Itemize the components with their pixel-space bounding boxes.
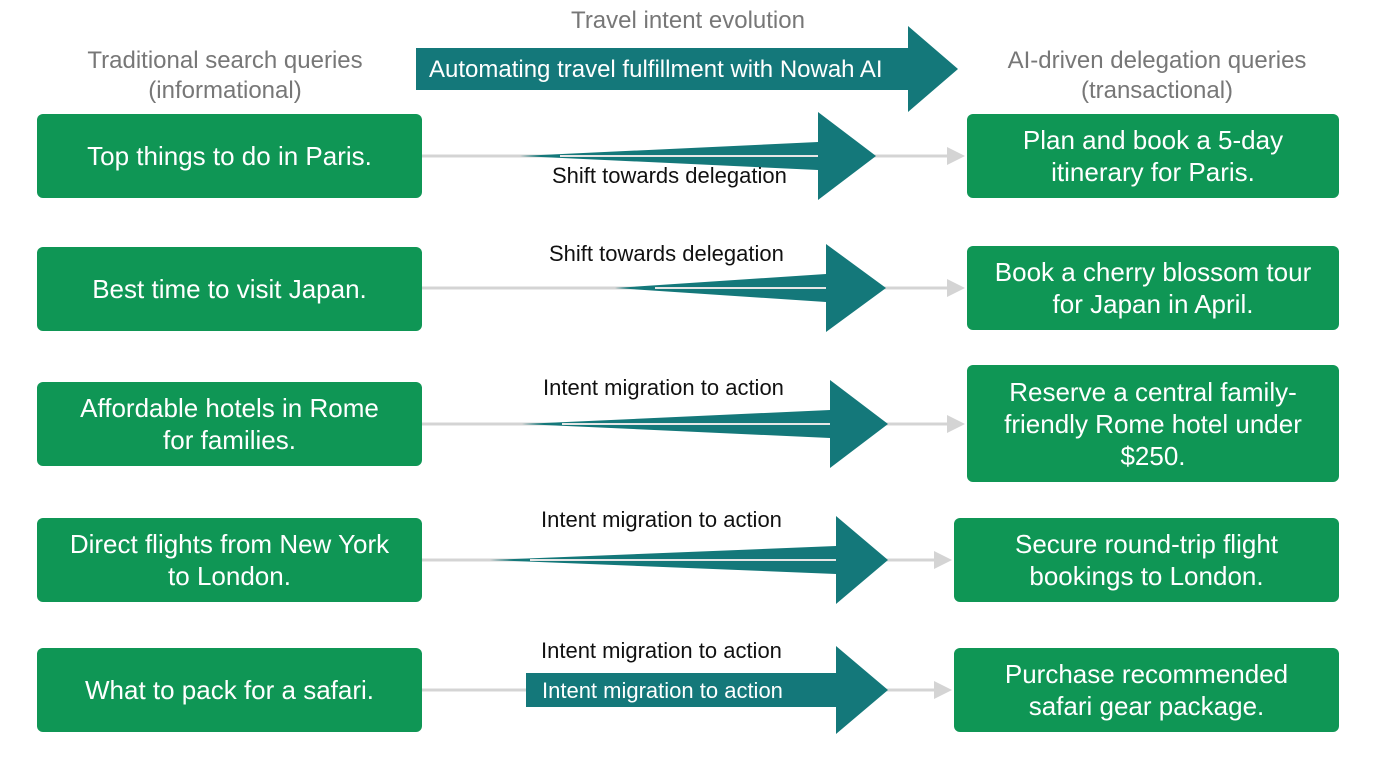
- row-2-label: Shift towards delegation: [549, 241, 784, 266]
- right-query-japan: Book a cherry blossom tour for Japan in …: [967, 246, 1339, 330]
- row-5-intent-arrow: [526, 646, 888, 734]
- right-heading-line-2: (transactional): [1080, 77, 1234, 104]
- right-query-london: Secure round-trip flight bookings to Lon…: [954, 518, 1339, 602]
- right-query-rome-line-1: Reserve a central family-: [1009, 376, 1297, 407]
- left-column-heading: Traditional search queries (informationa…: [87, 46, 362, 106]
- left-heading-line-2: (informational): [148, 77, 302, 104]
- right-query-paris-line-1: Plan and book a 5-day: [1022, 125, 1284, 155]
- row-1-connector-head: [947, 147, 965, 165]
- left-query-paris: Top things to do in Paris.: [37, 114, 422, 198]
- right-heading-line-1: AI-driven delegation queries: [1007, 47, 1307, 74]
- left-query-rome-line-1: Affordable hotels in Rome: [80, 393, 379, 423]
- diagram-title: Travel intent evolution: [571, 7, 805, 34]
- left-query-london-line-2: to London.: [168, 561, 291, 591]
- right-query-rome-line-3: $250.: [1120, 440, 1186, 471]
- left-query-japan: Best time to visit Japan.: [37, 247, 422, 331]
- right-query-paris-line-2: itinerary for Paris.: [1051, 157, 1255, 187]
- row-3-label: Intent migration to action: [543, 375, 784, 400]
- right-query-japan-line-1: Book a cherry blossom tour: [994, 257, 1312, 287]
- right-query-rome: Reserve a central family- friendly Rome …: [967, 365, 1339, 482]
- left-query-safari: What to pack for a safari.: [37, 648, 422, 732]
- left-query-paris-line-1: Top things to do in Paris.: [87, 141, 372, 171]
- right-query-safari-line-1: Purchase recommended: [1004, 659, 1289, 689]
- row-5-arrow-text: Intent migration to action: [542, 678, 783, 703]
- right-query-london-line-1: Secure round-trip flight: [1014, 529, 1279, 559]
- right-query-safari: Purchase recommended safari gear package…: [954, 648, 1339, 732]
- left-query-london: Direct flights from New York to London.: [37, 518, 422, 602]
- right-query-paris: Plan and book a 5-day itinerary for Pari…: [967, 114, 1339, 198]
- right-query-rome-line-2: friendly Rome hotel under: [1004, 408, 1302, 439]
- right-query-safari-line-2: safari gear package.: [1028, 691, 1265, 721]
- right-query-japan-line-2: for Japan in April.: [1052, 289, 1254, 319]
- right-column-heading: AI-driven delegation queries (transactio…: [1008, 46, 1307, 106]
- left-query-safari-line-1: What to pack for a safari.: [84, 675, 374, 705]
- banner-arrow: [416, 26, 958, 112]
- left-query-japan-line-1: Best time to visit Japan.: [92, 274, 367, 304]
- left-heading-line-1: Traditional search queries: [87, 47, 363, 74]
- row-5-label: Intent migration to action: [541, 638, 782, 663]
- row-2-connector-head: [947, 279, 965, 297]
- left-query-rome-line-2: for families.: [163, 425, 296, 455]
- row-5-connector-head: [934, 681, 952, 699]
- left-query-rome: Affordable hotels in Rome for families.: [37, 382, 422, 466]
- row-1-label: Shift towards delegation: [552, 163, 787, 188]
- banner-text: Automating travel fulfillment with Nowah…: [429, 56, 883, 83]
- left-query-london-line-1: Direct flights from New York: [69, 529, 390, 559]
- row-3-connector-head: [947, 415, 965, 433]
- right-query-london-line-2: bookings to London.: [1029, 561, 1264, 591]
- row-4-label: Intent migration to action: [541, 507, 782, 532]
- row-4-connector-head: [934, 551, 952, 569]
